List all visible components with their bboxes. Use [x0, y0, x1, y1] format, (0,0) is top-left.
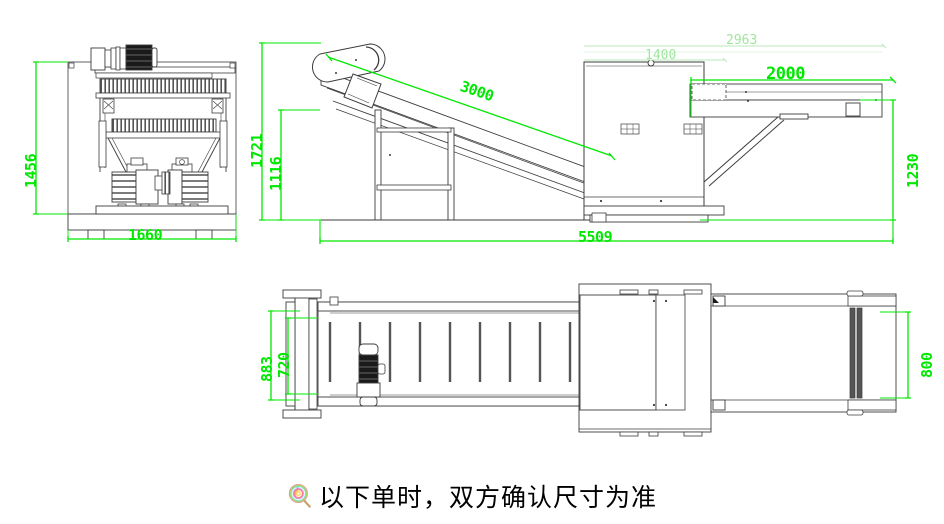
dimension-label-2000: 2000: [766, 64, 805, 84]
top-plan-dimension-lines: [268, 310, 911, 401]
dimension-label-2963: 2963: [726, 33, 758, 48]
caption-note: 以下单时，双方确认尺寸为准: [0, 470, 944, 524]
dimension-label-1230: 1230: [904, 153, 922, 188]
dimension-label-720: 720: [275, 352, 293, 378]
dimension-label-1660: 1660: [128, 226, 163, 244]
dimension-label-5509: 5509: [578, 228, 613, 246]
side-elevation-geometry: [311, 43, 883, 223]
dimension-label-1400: 1400: [645, 48, 677, 63]
dimension-label-883: 883: [258, 356, 276, 382]
dimension-label-1721: 1721: [248, 133, 266, 168]
front-elevation-geometry: [67, 44, 237, 240]
caption-text: 以下单时，双方确认尺寸为准: [318, 482, 657, 512]
dimension-label-800: 800: [918, 352, 936, 378]
top-plan-geometry: [282, 283, 897, 437]
lollipop-emoji: [288, 483, 311, 508]
dimension-label-1456: 1456: [22, 153, 40, 188]
side-elevation-dimension-lines: [259, 42, 897, 244]
side-elevation-reference-dimensions: [584, 43, 887, 63]
dimension-label-1116: 1116: [267, 156, 285, 191]
front-view-dimension-lines: [33, 61, 237, 242]
